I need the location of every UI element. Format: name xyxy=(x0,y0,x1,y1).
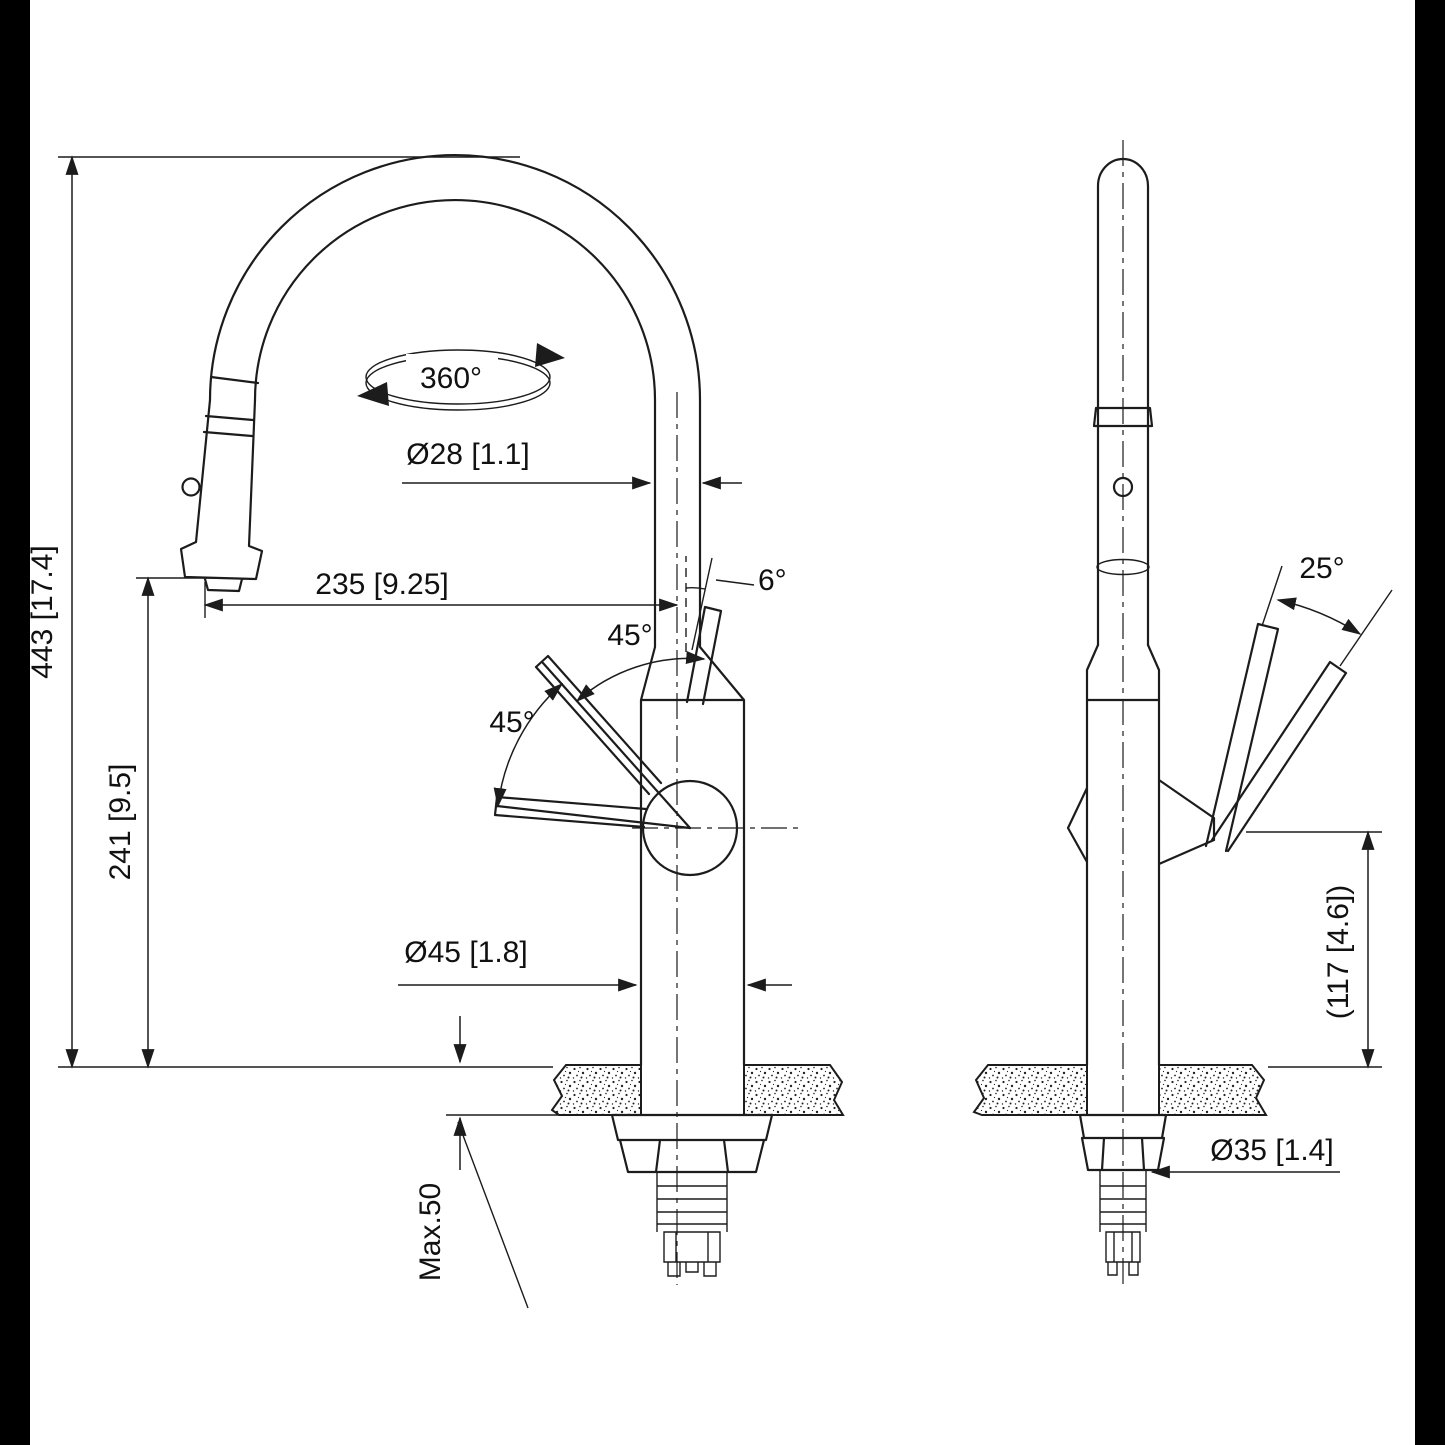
rest-angle-lines xyxy=(685,557,755,651)
front-view: 360° 45° 45° 6° xyxy=(179,153,845,1285)
letterbox-right xyxy=(1415,0,1445,1445)
threaded-shank-front xyxy=(656,1172,728,1232)
threaded-shank-side xyxy=(1099,1170,1147,1232)
handle-position-horizontal xyxy=(493,795,692,830)
extension-lines-443 xyxy=(58,156,553,1068)
body-diameter-label: Ø45 [1.8] xyxy=(404,936,527,969)
letterbox-left xyxy=(0,0,30,1445)
spout-height-label: 241 [9.5] xyxy=(104,764,137,881)
handle-angle-upper-label: 45° xyxy=(607,619,652,652)
total-height-label: 443 [17.4] xyxy=(26,545,59,678)
spout-arc xyxy=(208,153,702,402)
side-handle-extension-lines xyxy=(1261,565,1393,667)
spout-reach-label: 235 [9.25] xyxy=(315,568,448,601)
side-joint-lens xyxy=(1096,558,1150,576)
sprayer-button xyxy=(181,477,201,497)
handle-height-label: (117 [4.6]) xyxy=(1322,885,1355,1020)
extension-lines-117 xyxy=(1246,831,1382,1068)
countertop-side-right xyxy=(1158,1064,1268,1116)
countertop-front-left xyxy=(550,1064,642,1116)
max-deck-thickness-label: Max.50 xyxy=(414,1183,447,1281)
side-dimensions: (117 [4.6]) Ø35 [1.4] xyxy=(1150,830,1382,1179)
handle-angle-arc-upper xyxy=(575,651,706,703)
front-dimensions: 443 [17.4] 241 [9.5] 235 [9.25] Ø28 [1.1… xyxy=(26,155,792,1309)
countertop-front-right xyxy=(743,1064,845,1116)
side-sprayer-button xyxy=(1112,476,1134,498)
faucet-pipe-and-body xyxy=(639,398,746,1067)
swivel-symbol: 360° xyxy=(357,343,565,411)
supply-fitting-front xyxy=(663,1231,721,1277)
side-handle-angle-label: 25° xyxy=(1299,552,1344,585)
mounting-flange-nut-front xyxy=(610,1113,774,1174)
side-view: 25° xyxy=(972,140,1393,1285)
swivel-arrowhead-right-icon xyxy=(535,343,565,367)
swivel-label-backdrop xyxy=(406,354,498,394)
tube-diameter-label: Ø28 [1.1] xyxy=(406,438,529,471)
pulldown-sprayer xyxy=(179,375,264,593)
side-body xyxy=(1066,643,1216,1067)
handle-angle-lower-label: 45° xyxy=(489,706,534,739)
swivel-arrowhead-left-icon xyxy=(357,382,389,406)
front-centerline xyxy=(632,392,800,1285)
side-handle-position-1 xyxy=(1204,622,1280,853)
deck-leader-lines xyxy=(446,1114,559,1309)
swivel-ellipse-outer xyxy=(365,349,551,405)
side-pipe xyxy=(1092,157,1154,647)
countertop-side-left xyxy=(972,1064,1088,1116)
handle-position-45 xyxy=(534,654,692,830)
swivel-angle-label: 360° xyxy=(420,362,482,395)
rest-angle-label: 6° xyxy=(758,564,787,597)
side-handle-angle-arc xyxy=(1276,597,1362,635)
supply-fitting-side xyxy=(1105,1231,1141,1276)
handle-angle-arc-lower xyxy=(493,682,564,808)
handle-position-vertical xyxy=(685,605,723,706)
side-handle-position-2 xyxy=(1210,660,1348,853)
hole-diameter-label: Ø35 [1.4] xyxy=(1210,1134,1333,1167)
